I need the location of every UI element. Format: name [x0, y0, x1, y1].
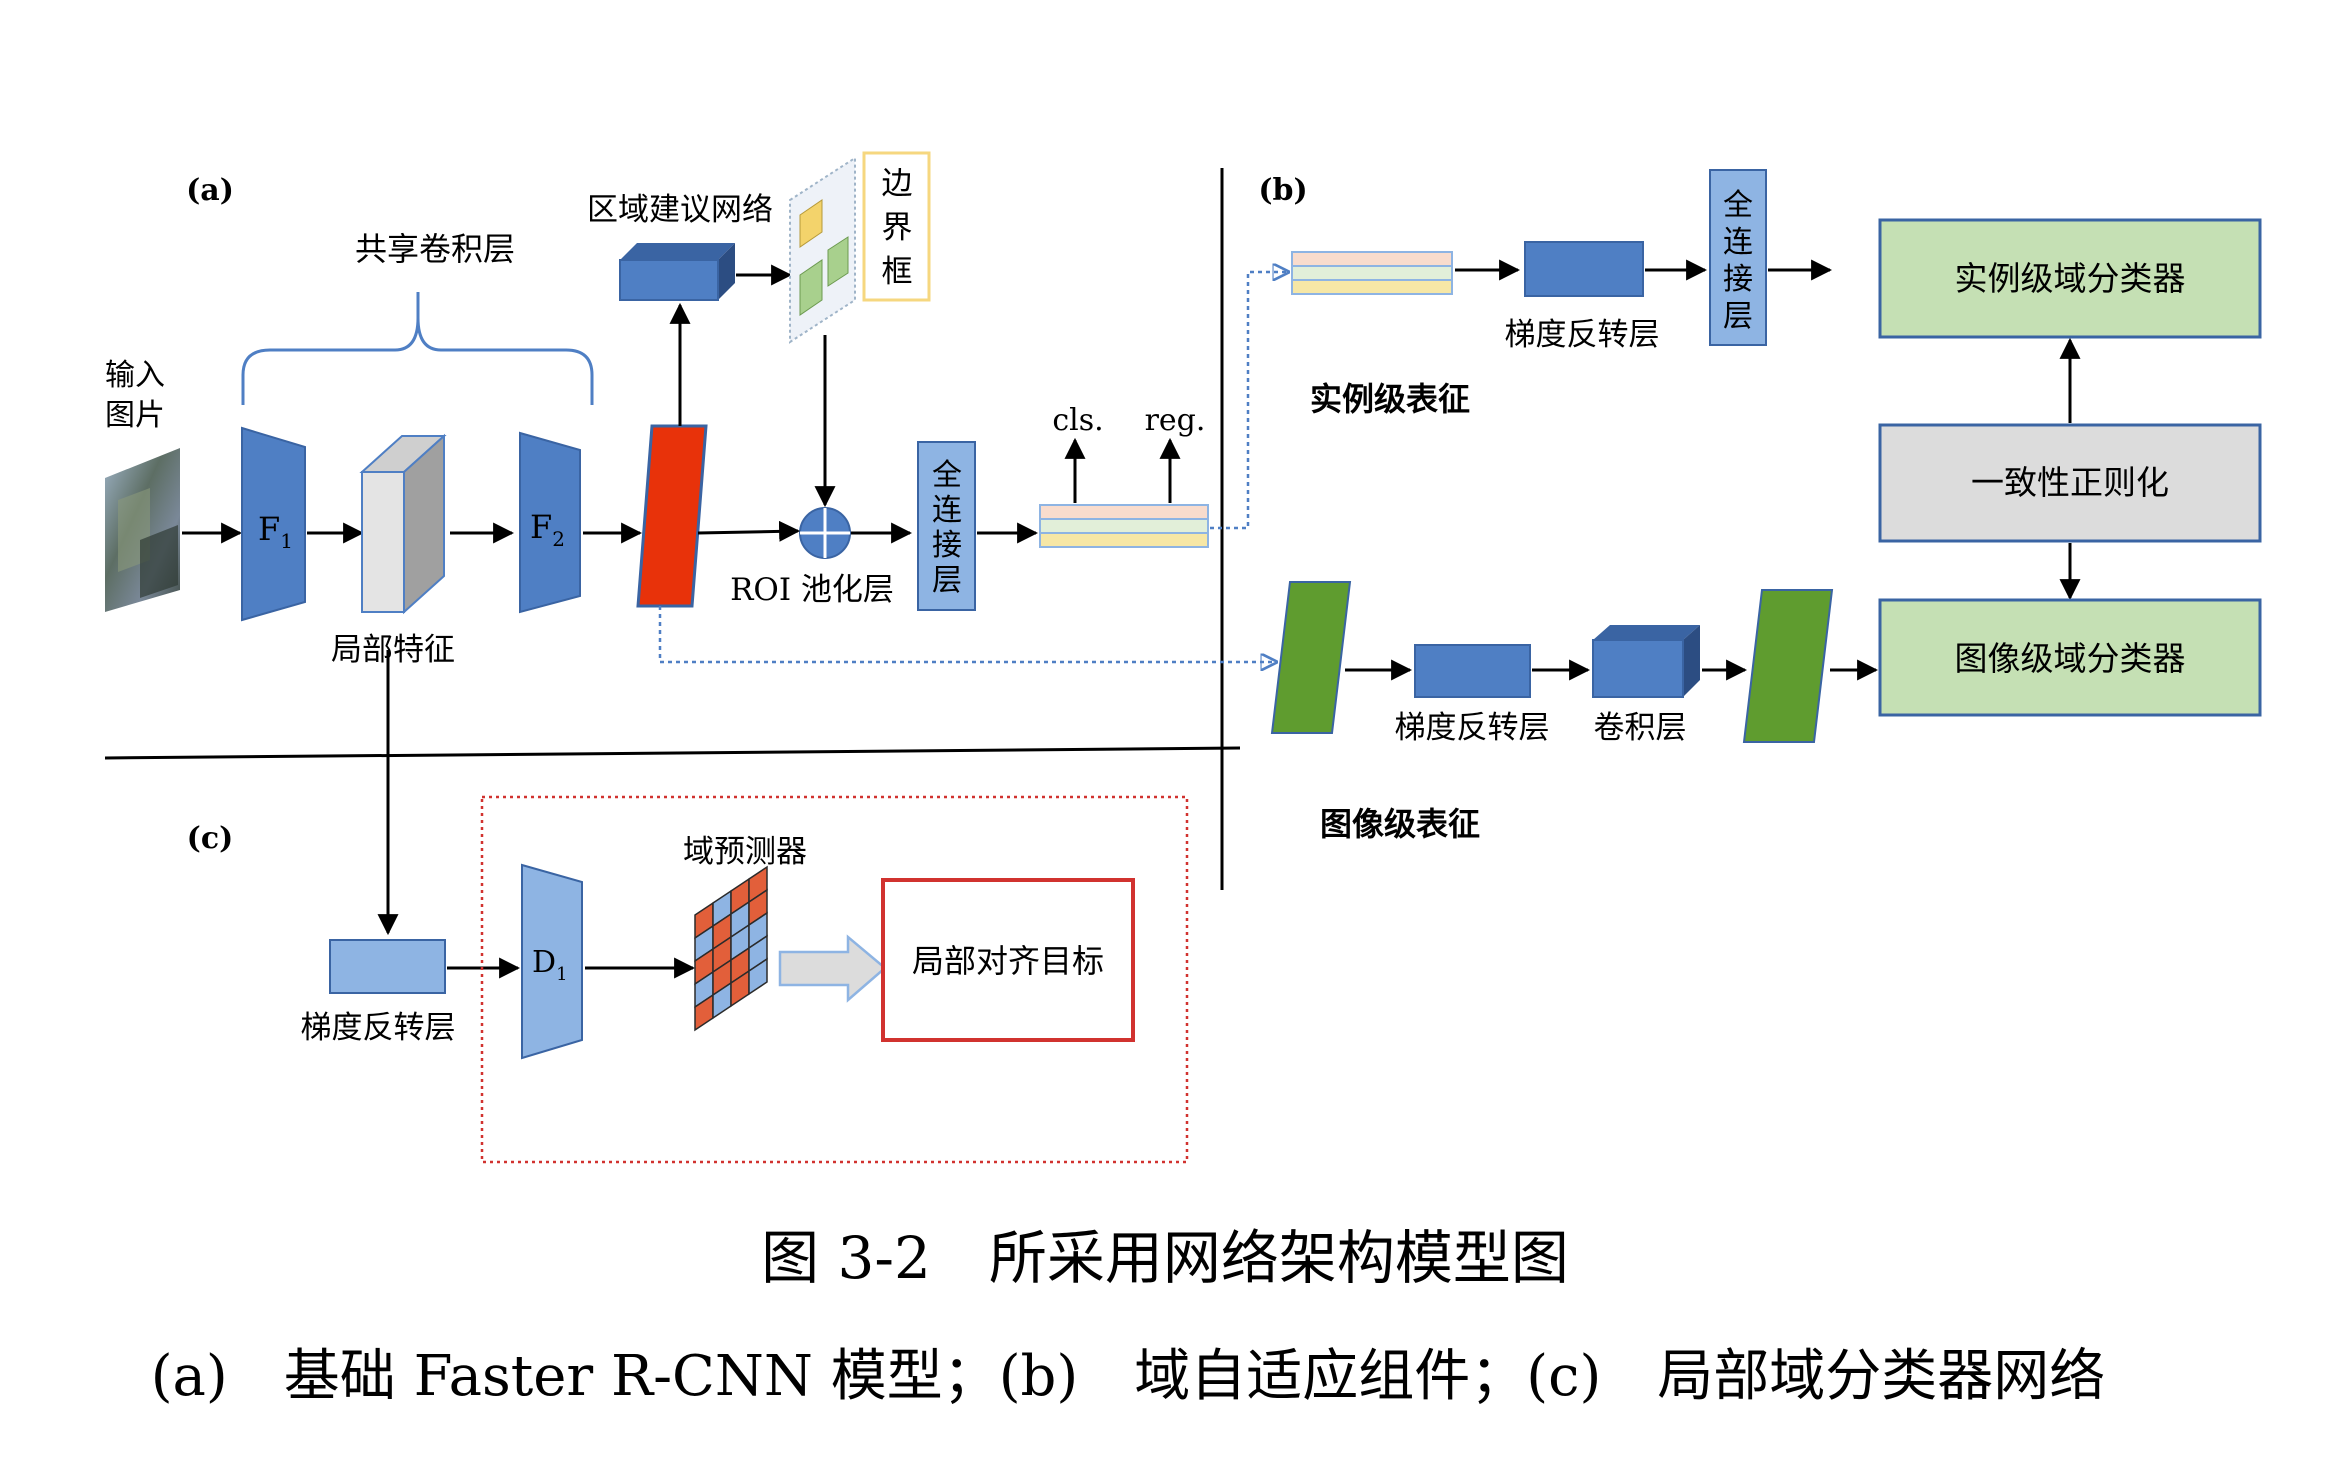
fc-layer-b: [1709, 169, 1767, 346]
grl-c-label: 梯度反转层: [301, 1010, 456, 1046]
grid-cell: [748, 957, 768, 996]
divider-horizontal: [104, 746, 1241, 760]
bbox-label: 边界框: [882, 166, 913, 290]
cls-label: cls.: [1052, 403, 1103, 438]
grl-instance-label: 梯度反转层: [1505, 317, 1660, 353]
consistency-reg-label: 一致性正则化: [1971, 463, 2169, 502]
instance-classifier-box: [1878, 218, 2262, 339]
caption-title: 图 3-2 所采用网络架构模型图: [761, 1224, 1569, 1292]
panel-label-c: (c): [187, 821, 234, 856]
input-image-label-line2: 图片: [105, 398, 165, 433]
input-photo: [105, 448, 180, 612]
shared-conv-label: 共享卷积层: [355, 230, 515, 268]
image-classifier-box: [1878, 598, 2262, 717]
local-alignment-box: [881, 878, 1135, 1042]
caption-subtitle: (a) 基础 Faster R-CNN 模型；(b) 域自适应组件；(c) 局部…: [151, 1344, 2106, 1409]
f2-label: F2: [530, 508, 565, 551]
image-feature-green-1: [1270, 581, 1352, 734]
roi-feature-bars: [1039, 504, 1209, 548]
f2-block: [519, 431, 581, 614]
rpn-box: [619, 243, 735, 301]
fc-layer-a: [917, 441, 976, 611]
panel-label-a: (a): [186, 173, 234, 208]
connector-image: [658, 606, 1276, 662]
instance-repr-label: 实例级表征: [1310, 380, 1470, 418]
proposal-sheet: [789, 156, 856, 344]
local-alignment-frame: [480, 795, 1189, 1164]
roi-pool-node: [799, 507, 851, 559]
image-feature-green-2: [1742, 589, 1834, 743]
f1-block: [241, 426, 306, 622]
rpn-label: 区域建议网络: [587, 192, 773, 228]
instance-feature-bars: [1291, 251, 1453, 295]
image-repr-label: 图像级表征: [1320, 805, 1480, 843]
input-image-label: 输入 图片: [105, 358, 165, 433]
roi-pool-label: ROI 池化层: [730, 572, 894, 608]
grl-instance-box: [1524, 241, 1644, 297]
bbox-box: [862, 151, 931, 302]
conv-layer-cube: [1592, 625, 1700, 698]
grl-image-label: 梯度反转层: [1395, 710, 1550, 746]
grl-image-box: [1414, 644, 1531, 698]
shared-conv-brace: [241, 292, 594, 405]
reg-label: reg.: [1145, 403, 1206, 438]
local-feature-cube: [359, 433, 447, 615]
instance-classifier-label: 实例级域分类器: [1955, 259, 2186, 298]
domain-predictor-label: 域预测器: [683, 834, 807, 870]
panel-label-b: (b): [1258, 173, 1307, 208]
f1-label: F1: [258, 510, 293, 553]
connector-instance: [1210, 272, 1288, 530]
hollow-arrow: [778, 934, 887, 1003]
local-alignment-label: 局部对齐目标: [912, 942, 1104, 980]
fc-label-b: 全连接层: [1723, 188, 1753, 334]
domain-predictor-grid: [694, 865, 768, 1032]
d1-block: [521, 863, 583, 1060]
fc-label-a: 全连接层: [932, 458, 962, 598]
image-classifier-label: 图像级域分类器: [1955, 639, 2186, 678]
grl-c-box: [329, 939, 446, 994]
d1-label: D1: [532, 945, 568, 985]
local-feature-label: 局部特征: [331, 632, 455, 668]
input-image-label-line1: 输入: [105, 358, 165, 393]
conv-layer-label: 卷积层: [1594, 710, 1687, 746]
feature-map-red: [636, 424, 708, 608]
consistency-reg-box: [1878, 423, 2262, 543]
